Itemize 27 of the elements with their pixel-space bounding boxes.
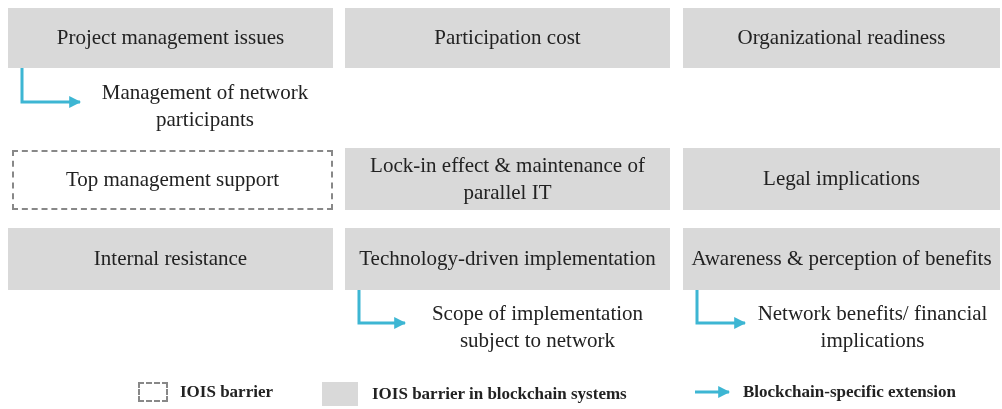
legend-label: IOIS barrier in blockchain systems [372, 384, 627, 404]
box-label: Project management issues [56, 24, 285, 52]
box-label: Internal resistance [93, 245, 248, 273]
box-label: Lock-in effect & maintenance of parallel IT [369, 151, 646, 206]
arrow [695, 290, 747, 329]
extension-text: Management of network participants [80, 75, 330, 137]
barrier-box [8, 228, 333, 290]
legend-label: IOIS barrier [180, 382, 274, 402]
extension-text: Scope of implementation subject to network [405, 296, 670, 358]
box-label: Top management support [65, 166, 280, 194]
extension-text: Network benefits/ financial implications [745, 296, 1000, 358]
barrier-box [345, 8, 670, 68]
box-label: Technology-driven implementation [359, 245, 656, 273]
arrow [357, 290, 407, 329]
box-label: Organizational readiness [737, 24, 946, 52]
barrier-box [683, 8, 1000, 68]
barrier-box [683, 228, 1000, 290]
barrier-box [8, 8, 333, 68]
box-label: Participation cost [434, 24, 581, 52]
box-label: Legal implications [763, 165, 920, 193]
dashed-barrier-box [12, 150, 333, 210]
legend-label: Blockchain-specific extension [743, 382, 956, 402]
arrow [20, 68, 82, 108]
barrier-box [683, 148, 1000, 210]
barrier-box [345, 148, 670, 210]
barrier-box [345, 228, 670, 290]
box-label: Awareness & perception of benefits [691, 245, 992, 273]
